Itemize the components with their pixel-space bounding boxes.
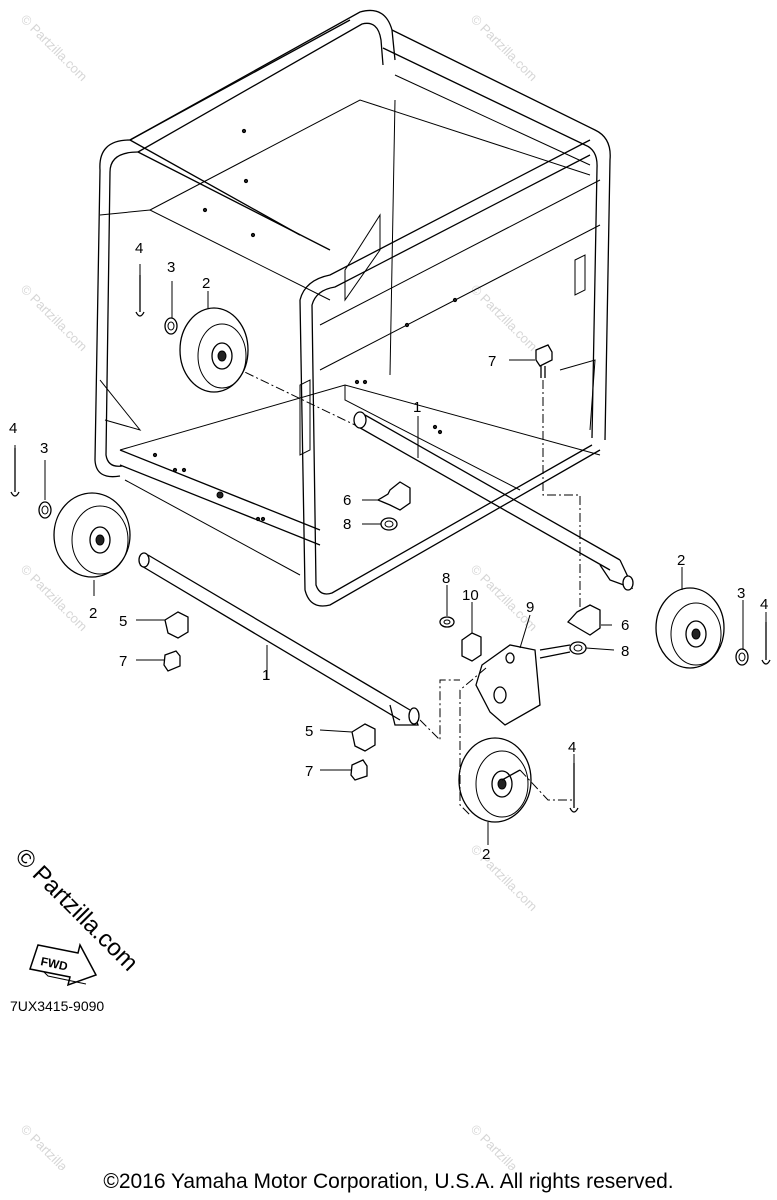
watermark: © Partzilla.com bbox=[18, 12, 91, 85]
callout-label: 1 bbox=[262, 667, 270, 684]
callout-label: 8 bbox=[442, 570, 450, 587]
callout-label: 6 bbox=[343, 492, 351, 509]
bolts-and-nuts bbox=[163, 344, 587, 781]
wheel-right-front bbox=[458, 737, 532, 823]
callout-label: 8 bbox=[343, 516, 351, 533]
callouts: 1 1 2 2 2 2 3 3 3 4 4 4 4 5 5 6 6 7 7 7 … bbox=[9, 240, 768, 863]
exploded-view-drawing: © Partzilla.com © Partzilla.com © Partzi… bbox=[9, 9, 771, 1194]
callout-label: 4 bbox=[9, 420, 17, 437]
generator-frame bbox=[94, 9, 611, 607]
leader-lines bbox=[14, 264, 767, 845]
fwd-label: FWD bbox=[39, 954, 69, 973]
callout-label: 7 bbox=[305, 763, 313, 780]
watermark: © Partzilla.com bbox=[18, 1122, 91, 1170]
callout-label: 7 bbox=[488, 353, 496, 370]
axle-rear bbox=[229, 364, 634, 591]
cotter-pins bbox=[10, 275, 771, 813]
callout-label: 9 bbox=[526, 599, 534, 616]
watermark: © Partzilla.com bbox=[468, 562, 541, 635]
callout-label: 2 bbox=[202, 275, 210, 292]
axle-front bbox=[138, 552, 460, 742]
wheel-right-rear bbox=[655, 587, 725, 669]
callout-label: 2 bbox=[677, 552, 685, 569]
callout-label: 4 bbox=[568, 739, 576, 756]
callout-label: 10 bbox=[462, 587, 479, 604]
wheel-left-front bbox=[53, 492, 131, 578]
callout-label: 1 bbox=[413, 399, 421, 416]
callout-label: 3 bbox=[737, 585, 745, 602]
callout-label: 3 bbox=[167, 259, 175, 276]
callout-label: 2 bbox=[482, 846, 490, 863]
copyright-footer: ©2016 Yamaha Motor Corporation, U.S.A. A… bbox=[103, 1170, 674, 1193]
callout-label: 5 bbox=[119, 613, 127, 630]
callout-label: 6 bbox=[621, 617, 629, 634]
watermark: © Partzilla.com bbox=[468, 842, 541, 915]
diagram-code: 7UX3415-9090 bbox=[10, 998, 104, 1014]
callout-label: 7 bbox=[119, 653, 127, 670]
callout-label: 3 bbox=[40, 440, 48, 457]
brackets bbox=[164, 481, 601, 752]
caster-bracket bbox=[459, 644, 571, 816]
washers bbox=[38, 317, 749, 666]
wheel-left-rear bbox=[179, 307, 249, 393]
callout-label: 5 bbox=[305, 723, 313, 740]
watermark: © Partzilla.com bbox=[18, 282, 91, 355]
watermark: © Partzilla.com bbox=[468, 1122, 541, 1170]
callout-label: 2 bbox=[89, 605, 97, 622]
fwd-arrow-icon: FWD bbox=[29, 942, 98, 987]
callout-label: 8 bbox=[621, 643, 629, 660]
callout-label: 4 bbox=[760, 596, 768, 613]
watermark: © Partzilla.com bbox=[468, 282, 541, 355]
callout-label: 4 bbox=[135, 240, 143, 257]
